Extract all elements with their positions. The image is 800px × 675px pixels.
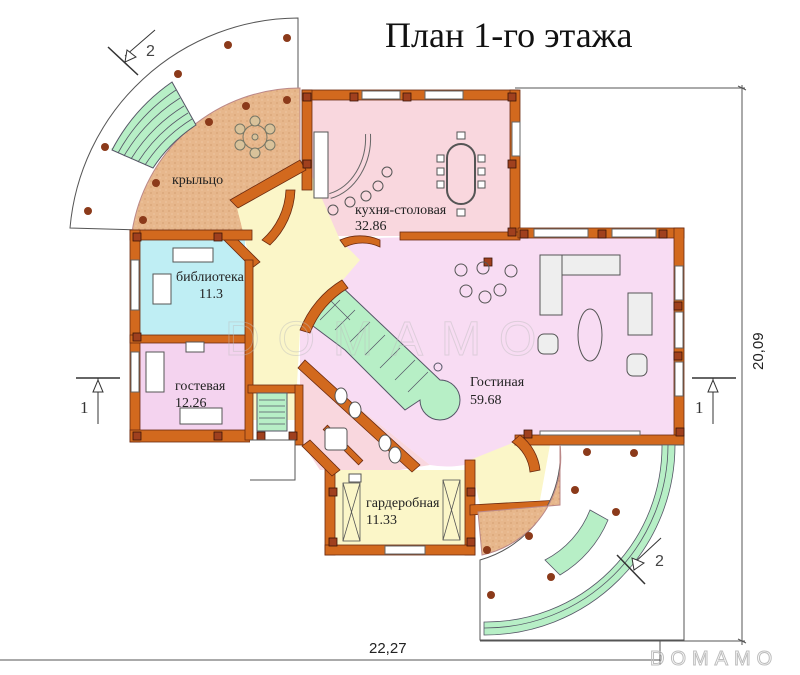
room-area-library: 11.3 <box>199 287 223 302</box>
section-mark-2-bottom: 2 <box>655 553 664 570</box>
watermark-center: DOMAMO <box>224 313 555 367</box>
watermark-corner: DOMAMO <box>649 648 779 671</box>
dimension-lines <box>0 85 747 665</box>
room-area-guest: 12.26 <box>175 396 207 411</box>
page-title: План 1-го этажа <box>385 15 633 55</box>
porch-bottom-terrace <box>477 444 685 641</box>
room-area-living: 59.68 <box>470 393 502 408</box>
secondary-staircase <box>250 392 296 481</box>
section-marks <box>76 29 736 585</box>
dimension-height: 20,09 <box>750 332 767 370</box>
bathroom-fixtures <box>324 387 402 483</box>
room-label-kitchen: кухня-столовая <box>355 203 447 218</box>
room-label-porch: крыльцо <box>172 173 224 188</box>
living-furniture <box>454 254 653 377</box>
section-mark-2-top: 2 <box>146 43 155 60</box>
library-guest-furniture <box>145 247 223 425</box>
room-floors <box>140 96 680 545</box>
wardrobe-shelves <box>342 479 461 542</box>
porch-table-icon <box>234 115 276 159</box>
room-label-library: библиотека <box>176 270 244 285</box>
columns <box>132 92 685 547</box>
room-label-guest: гостевая <box>175 379 226 394</box>
section-mark-1-left: 1 <box>80 398 89 417</box>
section-mark-1-right: 1 <box>695 398 704 417</box>
room-label-wardrobe: гардеробная <box>366 496 440 511</box>
room-label-living: Гостиная <box>470 375 525 390</box>
room-area-wardrobe: 11.33 <box>366 513 397 528</box>
kitchen-furniture <box>313 131 486 217</box>
dimension-width: 22,27 <box>369 640 407 657</box>
windows <box>130 90 684 555</box>
room-area-kitchen: 32.86 <box>355 219 387 234</box>
